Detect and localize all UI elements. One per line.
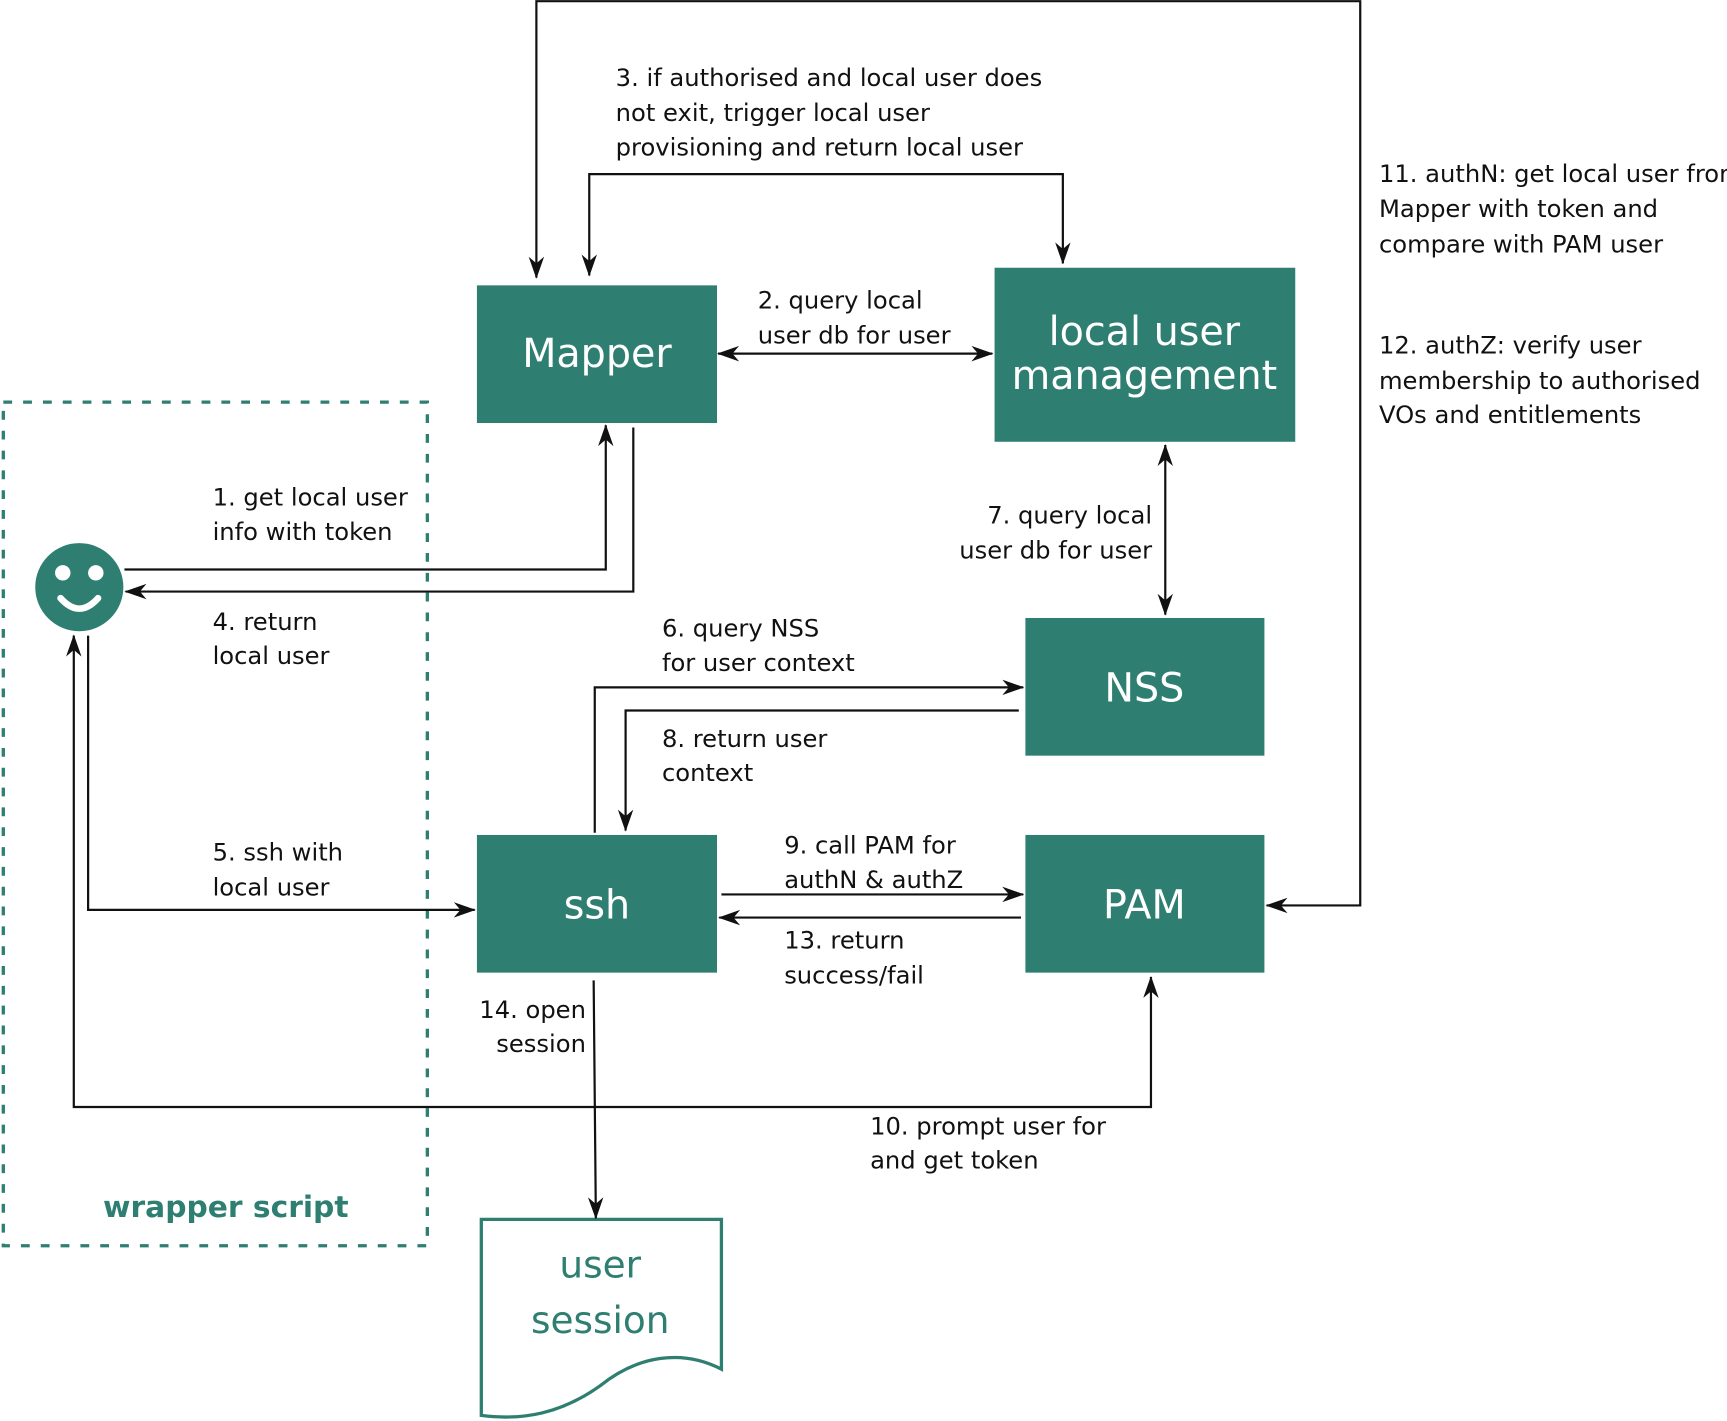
svg-text:for user context: for user context bbox=[662, 649, 855, 677]
step-label-11: 11. authN: get local user from Mapper wi… bbox=[1379, 160, 1727, 258]
svg-text:local user: local user bbox=[213, 642, 330, 670]
svg-text:session: session bbox=[496, 1030, 586, 1058]
svg-text:11. authN: get local user from: 11. authN: get local user from bbox=[1379, 160, 1727, 188]
step-label-9: 9. call PAM for authN & authZ bbox=[784, 832, 963, 894]
svg-text:user db for user: user db for user bbox=[959, 537, 1152, 565]
step-label-7: 7. query local user db for user bbox=[959, 501, 1152, 564]
step-label-8: 8. return user context bbox=[662, 725, 827, 787]
svg-text:info with token: info with token bbox=[213, 518, 393, 546]
nss-label: NSS bbox=[1104, 666, 1184, 712]
svg-text:9. call PAM for: 9. call PAM for bbox=[784, 832, 956, 860]
svg-text:and get token: and get token bbox=[870, 1147, 1038, 1175]
user-session-label-line2: session bbox=[531, 1298, 670, 1342]
svg-text:6. query NSS: 6. query NSS bbox=[662, 615, 819, 643]
svg-text:4. return: 4. return bbox=[213, 608, 318, 636]
svg-text:not exit, trigger local user: not exit, trigger local user bbox=[616, 99, 930, 127]
svg-text:authN & authZ: authN & authZ bbox=[784, 866, 963, 894]
step-label-10: 10. prompt user for and get token bbox=[870, 1113, 1106, 1175]
svg-text:12. authZ: verify user: 12. authZ: verify user bbox=[1379, 332, 1642, 360]
svg-text:14. open: 14. open bbox=[479, 996, 586, 1024]
svg-text:5. ssh with: 5. ssh with bbox=[213, 838, 343, 866]
local-user-management-label-line1: local user bbox=[1049, 309, 1241, 355]
local-user-management-label-line2: management bbox=[1012, 353, 1278, 399]
arrow-step-10 bbox=[66, 634, 1159, 1109]
node-local-user-management[interactable]: local user management bbox=[994, 267, 1296, 442]
step-label-2: 2. query local user db for user bbox=[758, 286, 951, 349]
svg-text:2. query local: 2. query local bbox=[758, 286, 923, 314]
node-mapper[interactable]: Mapper bbox=[476, 285, 718, 424]
svg-text:13. return: 13. return bbox=[784, 926, 904, 954]
svg-text:membership to authorised: membership to authorised bbox=[1379, 367, 1701, 395]
node-pam[interactable]: PAM bbox=[1025, 834, 1265, 973]
arrow-step-6 bbox=[593, 679, 1025, 833]
svg-text:VOs and entitlements: VOs and entitlements bbox=[1379, 401, 1641, 429]
svg-text:8. return user: 8. return user bbox=[662, 725, 827, 753]
node-user-session[interactable]: user session bbox=[479, 1217, 724, 1419]
svg-text:Mapper with token and: Mapper with token and bbox=[1379, 195, 1658, 223]
svg-text:provisioning and return local: provisioning and return local user bbox=[616, 133, 1023, 161]
svg-text:1. get local user: 1. get local user bbox=[213, 484, 408, 512]
node-ssh[interactable]: ssh bbox=[476, 834, 718, 973]
node-nss[interactable]: NSS bbox=[1025, 617, 1265, 756]
svg-text:7. query local: 7. query local bbox=[987, 501, 1152, 529]
mapper-label: Mapper bbox=[522, 331, 672, 377]
arrow-step-11 bbox=[528, 0, 1362, 914]
user-session-label-line1: user bbox=[559, 1243, 641, 1287]
step-label-6: 6. query NSS for user context bbox=[662, 615, 855, 677]
step-label-14: 14. open session bbox=[479, 996, 586, 1058]
svg-text:10. prompt user for: 10. prompt user for bbox=[870, 1113, 1106, 1141]
step-label-5: 5. ssh with local user bbox=[213, 838, 343, 901]
ssh-label: ssh bbox=[564, 883, 630, 929]
smiley-face-icon[interactable] bbox=[35, 543, 124, 632]
step-label-13: 13. return success/fail bbox=[784, 926, 924, 989]
svg-text:success/fail: success/fail bbox=[784, 962, 924, 990]
svg-text:3. if authorised and local use: 3. if authorised and local user does bbox=[616, 64, 1043, 92]
arrow-step-5 bbox=[87, 635, 476, 918]
arrow-step-3-to-lum bbox=[581, 173, 1071, 277]
svg-text:context: context bbox=[662, 759, 753, 787]
step-label-3: 3. if authorised and local user does not… bbox=[616, 64, 1043, 161]
arrow-step-14 bbox=[587, 980, 604, 1220]
wrapper-script-label: wrapper script bbox=[103, 1190, 348, 1225]
pam-label: PAM bbox=[1103, 883, 1186, 929]
svg-text:user db for user: user db for user bbox=[758, 322, 951, 350]
svg-text:local user: local user bbox=[213, 874, 330, 902]
step-label-1: 1. get local user info with token bbox=[213, 484, 408, 546]
step-label-12: 12. authZ: verify user membership to aut… bbox=[1379, 332, 1701, 429]
step-label-4: 4. return local user bbox=[213, 608, 330, 670]
svg-text:compare with PAM user: compare with PAM user bbox=[1379, 230, 1663, 258]
